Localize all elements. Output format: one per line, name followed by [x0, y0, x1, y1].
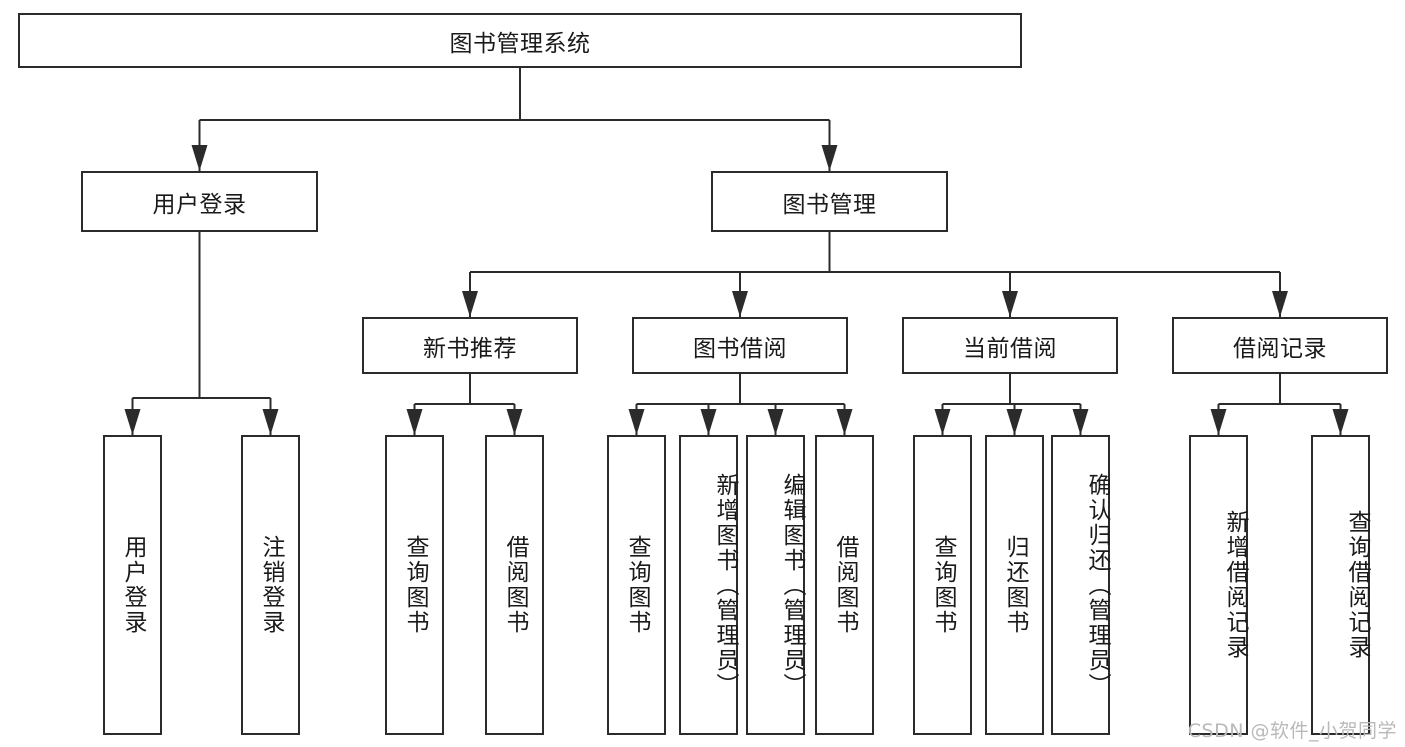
arrowhead-icon — [836, 409, 853, 435]
node-label: 新增图书（管理员） — [712, 472, 738, 698]
node-leaf-query-book-cur[interactable]: 查询图书 — [913, 435, 972, 735]
node-leaf-query-book-rec[interactable]: 查询图书 — [385, 435, 444, 735]
node-label: 用户登录 — [152, 191, 247, 218]
node-leaf-user-logout[interactable]: 注销登录 — [241, 435, 300, 735]
node-label: 图书借阅 — [693, 335, 787, 362]
node-label: 新增借阅记录 — [1222, 510, 1248, 660]
node-new-book-rec[interactable]: 新书推荐 — [362, 317, 578, 374]
node-label: 当前借阅 — [963, 335, 1057, 362]
node-label: 查询图书 — [624, 535, 650, 635]
arrowhead-icon — [628, 409, 645, 435]
arrowhead-icon — [1272, 291, 1288, 317]
node-label: 查询图书 — [930, 535, 956, 635]
arrowhead-icon — [934, 409, 951, 435]
arrowhead-icon — [700, 409, 717, 435]
arrowhead-icon — [406, 409, 423, 435]
node-label: 注销登录 — [258, 535, 284, 635]
node-leaf-add-record[interactable]: 新增借阅记录 — [1189, 435, 1248, 735]
node-label: 借阅图书 — [502, 535, 528, 635]
arrowhead-icon — [767, 409, 784, 435]
node-leaf-add-book[interactable]: 新增图书（管理员） — [679, 435, 738, 735]
node-borrow-record[interactable]: 借阅记录 — [1172, 317, 1388, 374]
arrowhead-icon — [732, 291, 748, 317]
arrowhead-icon — [1332, 409, 1349, 435]
node-user-login[interactable]: 用户登录 — [81, 171, 318, 232]
node-current-borrow[interactable]: 当前借阅 — [902, 317, 1118, 374]
node-book-borrow[interactable]: 图书借阅 — [632, 317, 848, 374]
arrowhead-icon — [191, 145, 208, 171]
node-label: 借阅图书 — [832, 535, 858, 635]
node-leaf-borrow-book[interactable]: 借阅图书 — [815, 435, 874, 735]
arrowhead-icon — [1006, 409, 1023, 435]
node-leaf-return-book[interactable]: 归还图书 — [985, 435, 1044, 735]
node-leaf-edit-book[interactable]: 编辑图书（管理员） — [746, 435, 805, 735]
node-leaf-user-login[interactable]: 用户登录 — [103, 435, 162, 735]
node-label: 查询借阅记录 — [1344, 510, 1370, 660]
node-label: 新书推荐 — [423, 335, 517, 362]
node-label: 用户登录 — [120, 535, 146, 635]
node-label: 确认归还（管理员） — [1084, 472, 1110, 698]
node-leaf-query-book-borrow[interactable]: 查询图书 — [607, 435, 666, 735]
arrowhead-icon — [821, 145, 838, 171]
arrowhead-icon — [1072, 409, 1089, 435]
arrowhead-icon — [506, 409, 523, 435]
arrowhead-icon — [1002, 291, 1018, 317]
node-label: 查询图书 — [402, 535, 428, 635]
node-root[interactable]: 图书管理系统 — [18, 13, 1022, 68]
node-leaf-borrow-book-rec[interactable]: 借阅图书 — [485, 435, 544, 735]
node-label: 图书管理系统 — [449, 30, 591, 57]
node-label: 借阅记录 — [1233, 335, 1327, 362]
arrowhead-icon — [262, 409, 279, 435]
node-leaf-query-record[interactable]: 查询借阅记录 — [1311, 435, 1370, 735]
node-label: 编辑图书（管理员） — [779, 472, 805, 698]
arrowhead-icon — [124, 409, 141, 435]
node-label: 归还图书 — [1002, 535, 1028, 635]
node-label: 图书管理 — [782, 191, 877, 218]
arrowhead-icon — [1210, 409, 1227, 435]
node-book-manage[interactable]: 图书管理 — [711, 171, 948, 232]
node-leaf-confirm-return[interactable]: 确认归还（管理员） — [1051, 435, 1110, 735]
arrowhead-icon — [462, 291, 478, 317]
